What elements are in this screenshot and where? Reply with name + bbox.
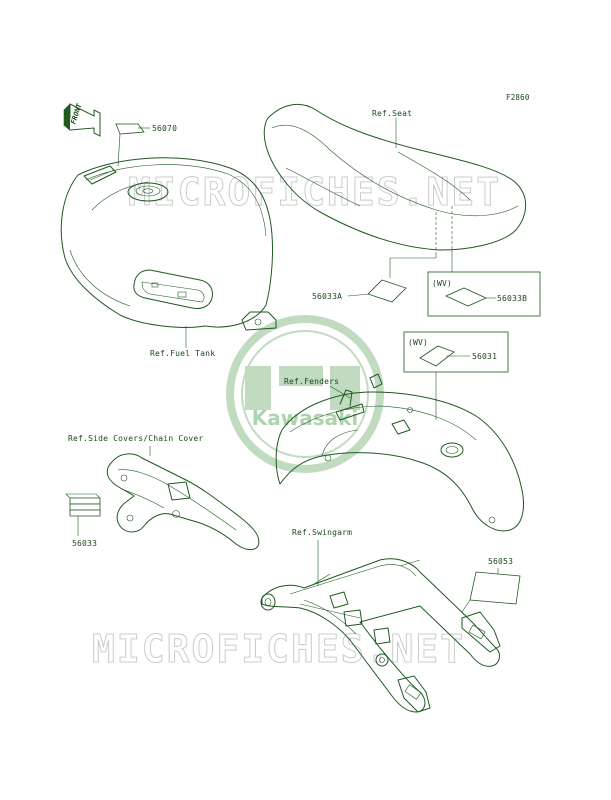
- ref-fuel-tank-label: Ref.Fuel Tank: [150, 349, 215, 358]
- ref-swingarm-label: Ref.Swingarm: [292, 528, 352, 537]
- chain-cover-drawing: [106, 453, 260, 551]
- ref-side-covers-label: Ref.Side Covers/Chain Cover: [68, 434, 203, 443]
- part-56033B-label: [445, 287, 487, 307]
- wv-label-1: (WV): [432, 279, 452, 288]
- part-56033-label: 56033: [65, 493, 101, 548]
- part-56033-number: 56033: [72, 539, 97, 548]
- rear-fender-drawing: [275, 373, 524, 532]
- part-56031-number: 56031: [472, 352, 497, 361]
- fuel-tank-drawing: [60, 157, 277, 331]
- swingarm-drawing: [260, 558, 501, 713]
- part-56033A-label: [367, 279, 407, 303]
- watermark-site-text-top: MICROFICHES.NET: [128, 170, 501, 214]
- watermark-site-text-bottom: MICROFICHES.NET: [92, 627, 465, 671]
- figure-code: F2860: [506, 93, 530, 102]
- wv-56031-group: (WV) 56031: [403, 331, 509, 420]
- seat-drawing: [263, 103, 527, 252]
- wv-label-2: (WV): [408, 338, 428, 347]
- watermark-logo-text: Kawasaki: [252, 406, 359, 430]
- part-56033A-number: 56033A: [312, 292, 342, 301]
- part-56053-number: 56053: [488, 557, 513, 566]
- kawasaki-watermark-logo: Kawasaki: [226, 315, 384, 473]
- ref-fenders-label: Ref.Fenders: [284, 377, 339, 386]
- wv-56033B-group: (WV) 56033B: [427, 250, 541, 317]
- part-56070-number: 56070: [152, 124, 177, 133]
- part-56070-label: 56070: [115, 123, 177, 167]
- part-56031-label: [419, 345, 455, 367]
- part-56033B-number: 56033B: [497, 294, 527, 303]
- front-arrow-icon: FRONT: [63, 102, 101, 137]
- part-56053-label: 56053: [461, 557, 521, 613]
- ref-seat-label: Ref.Seat: [372, 109, 412, 118]
